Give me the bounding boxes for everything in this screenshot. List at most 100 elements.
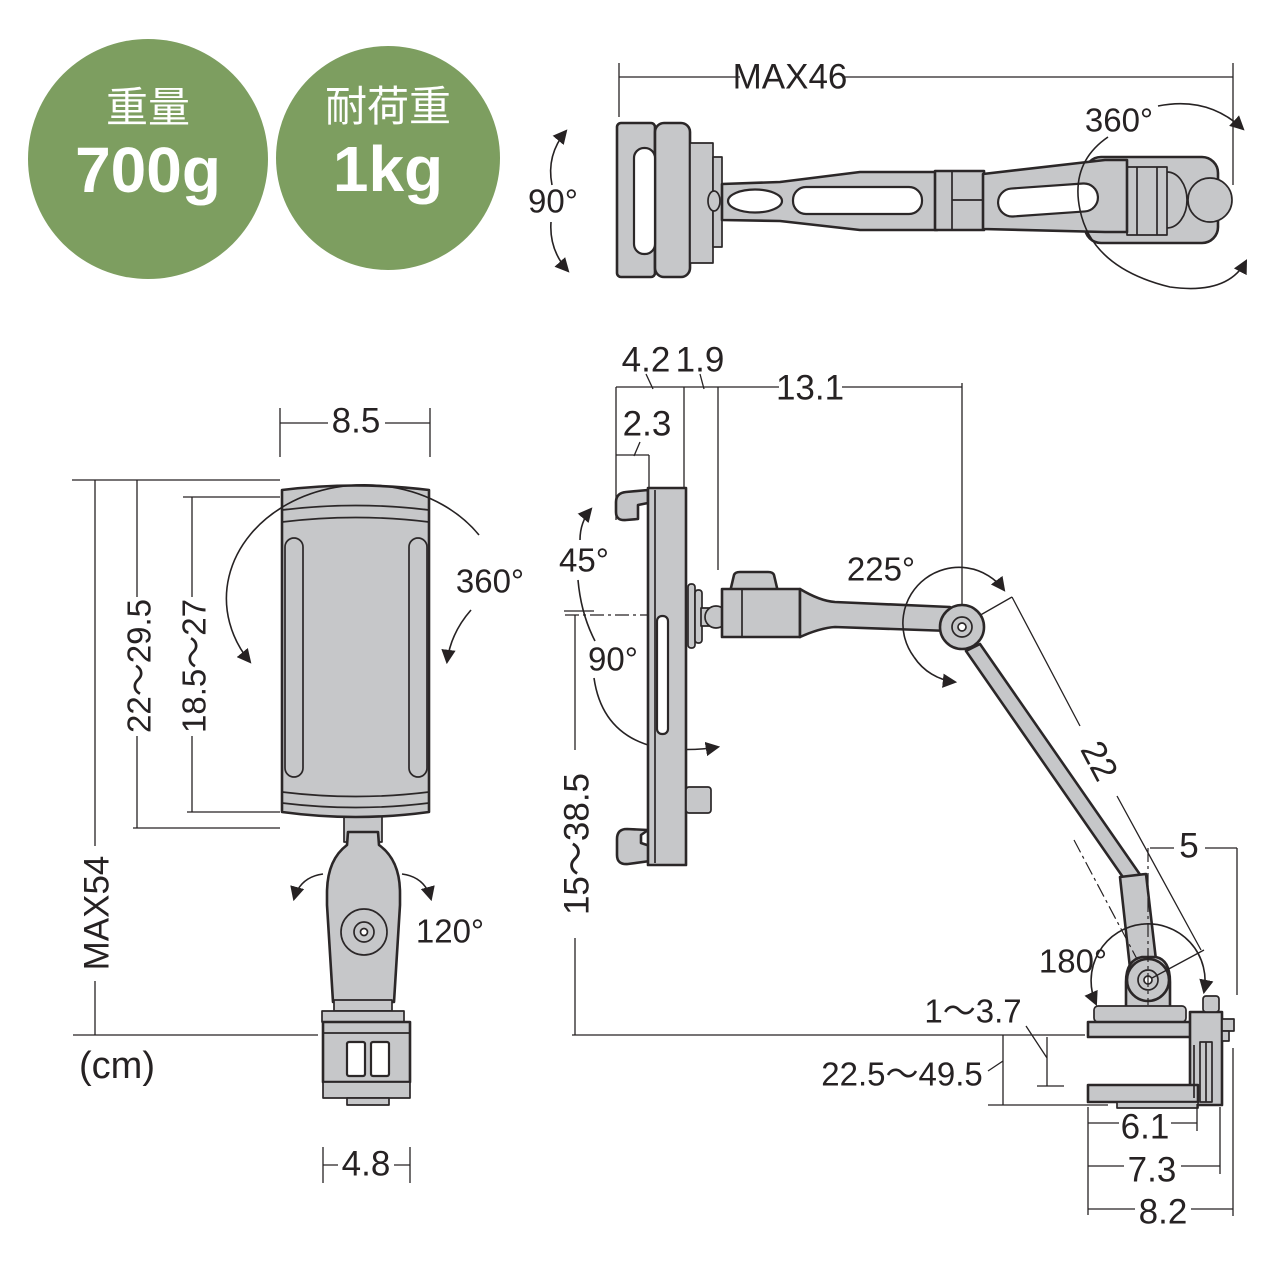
side-clamp-knob xyxy=(1202,995,1220,1013)
clamp-mid-depth-label: 7.3 xyxy=(1128,1151,1177,1190)
load-badge-circle xyxy=(276,46,500,270)
front-width-label: 8.5 xyxy=(332,402,381,441)
reach-range-dimension xyxy=(987,1035,1108,1106)
side-holder-top-hook xyxy=(614,488,650,522)
top-tilt-arc-upper xyxy=(549,129,568,186)
front-clamp-foot-plate xyxy=(322,1081,411,1099)
side-elbow-rotation-arc xyxy=(902,566,1006,658)
top-tilt-arc-lower xyxy=(550,221,570,273)
side-clamp-top-label: 5 xyxy=(1179,827,1198,866)
weight-badge-label: 重量 xyxy=(106,84,190,131)
weight-badge-circle xyxy=(28,39,268,279)
top-arm-slot3 xyxy=(996,182,1100,218)
side-clamp-plate-lower xyxy=(1086,1020,1194,1039)
top-rotation-label: 360° xyxy=(1085,102,1153,139)
side-clamp-foot xyxy=(1116,1101,1199,1109)
top-ball-joint xyxy=(707,190,721,212)
top-rotation-arc-upper xyxy=(1157,102,1245,131)
front-swivel-arc-left xyxy=(290,873,324,902)
side-joint-offset-label: 1.9 xyxy=(676,341,725,380)
clamp-mid-depth-dimension xyxy=(1088,1107,1221,1174)
front-height-range-label: 22〜29.5 xyxy=(121,599,158,733)
front-holder-band-lines xyxy=(281,504,430,809)
side-lower-arm-column xyxy=(1118,872,1158,970)
top-holder-slot xyxy=(632,146,657,256)
weight-badge-value: 700g xyxy=(75,134,221,206)
front-clamp-screw-tip xyxy=(346,1097,390,1106)
side-hook-depth-label: 2.3 xyxy=(623,405,672,444)
side-elbow-joint-center xyxy=(957,622,967,632)
side-elbow-joint-ring xyxy=(951,616,973,638)
side-clamp-knob-lever xyxy=(728,570,780,594)
clamp-outer-depth-label: 8.2 xyxy=(1139,1193,1188,1232)
side-upper-arm-label: 13.1 xyxy=(776,369,844,408)
side-clamp-plate-upper xyxy=(1093,1005,1187,1023)
front-mount-plate-upper xyxy=(333,999,393,1012)
front-mount-plate-lower xyxy=(321,1010,405,1023)
front-base-width-label: 4.8 xyxy=(342,1145,391,1184)
front-holder-grip-right xyxy=(408,537,428,778)
front-width-dimension xyxy=(279,408,431,457)
front-hinge-joint-ring xyxy=(353,921,375,943)
side-base-rotation-label: 180° xyxy=(1039,943,1107,980)
top-joint-block-lines xyxy=(951,171,984,230)
unit-label: (cm) xyxy=(79,1045,155,1087)
front-clamp-slot-right xyxy=(369,1040,391,1078)
front-reference-lines xyxy=(72,479,318,1036)
side-clamp-tab-lower xyxy=(1221,1030,1230,1042)
front-holder-grip-left xyxy=(284,537,304,778)
side-top-dimension-lines xyxy=(615,373,963,605)
front-clamp-slot-left xyxy=(345,1040,367,1078)
side-tilt-up-arc xyxy=(577,507,593,541)
side-elbow-rotation-arc2 xyxy=(913,656,958,688)
front-rotation-arc-lower xyxy=(441,609,472,665)
front-holder-body xyxy=(280,484,431,819)
side-arm-head xyxy=(720,587,802,639)
load-badge-label: 耐荷重 xyxy=(325,83,451,130)
side-view: 4.2 1.9 13.1 2.3 45° 90° 15〜38.5 xyxy=(558,341,1238,1232)
spec-badges: 重量 700g 耐荷重 1kg xyxy=(28,39,500,279)
clamp-opening-label: 1〜3.7 xyxy=(924,993,1021,1030)
side-elbow-rotation-label: 225° xyxy=(847,551,915,588)
side-tilt-up-arc-lower xyxy=(577,579,596,642)
side-clamp-top-dimension xyxy=(1150,847,1238,995)
top-tilt-angle-label: 90° xyxy=(528,183,578,220)
load-badge-value: 1kg xyxy=(333,133,443,205)
side-height-range-label: 15〜38.5 xyxy=(558,773,597,915)
top-rotation-arc-main xyxy=(1077,136,1248,290)
side-upper-arm xyxy=(798,587,952,639)
clamp-opening-dimension xyxy=(1025,1025,1064,1087)
top-arm-slot2 xyxy=(791,185,924,216)
clamp-outer-depth-dimension xyxy=(1088,1048,1234,1216)
top-max-width-label: MAX46 xyxy=(733,58,848,97)
top-holder-back xyxy=(653,121,692,279)
side-lower-arm-axis xyxy=(1073,839,1157,996)
top-clamp-bracket xyxy=(1126,166,1168,236)
side-clamp-tab-upper xyxy=(1221,1018,1235,1032)
side-tilt-down-label: 90° xyxy=(588,641,638,678)
side-lower-arm-dimension xyxy=(1011,596,1205,979)
clamp-inner-depth-label: 6.1 xyxy=(1121,1108,1170,1147)
side-base-rotation-arc xyxy=(1084,923,1214,1006)
top-arm-slot1 xyxy=(726,188,784,214)
side-holder-depth-label: 4.2 xyxy=(622,341,671,380)
side-clamp-screw-lines xyxy=(1193,1042,1207,1102)
front-base-width-dimension xyxy=(322,1147,411,1183)
front-hinge-joint-center xyxy=(359,927,369,937)
reach-range-label: 22.5〜49.5 xyxy=(821,1056,982,1093)
side-washer-outer xyxy=(687,583,696,649)
front-rotation-arc-main xyxy=(225,484,480,664)
side-holder-slot xyxy=(655,614,670,736)
front-swivel-label: 120° xyxy=(416,913,484,950)
front-inner-height-label: 18.5〜27 xyxy=(176,599,213,733)
top-view: MAX46 90° 360° xyxy=(528,58,1248,290)
top-clamp-knob xyxy=(1187,177,1233,223)
front-max-height-label: MAX54 xyxy=(78,856,117,971)
side-hook-depth-dimension xyxy=(616,441,650,490)
side-lower-arm-label: 22 xyxy=(1073,735,1126,788)
front-rotation-label: 360° xyxy=(456,563,524,600)
side-holder-tab xyxy=(685,786,712,814)
side-tilt-up-label: 45° xyxy=(559,542,609,579)
